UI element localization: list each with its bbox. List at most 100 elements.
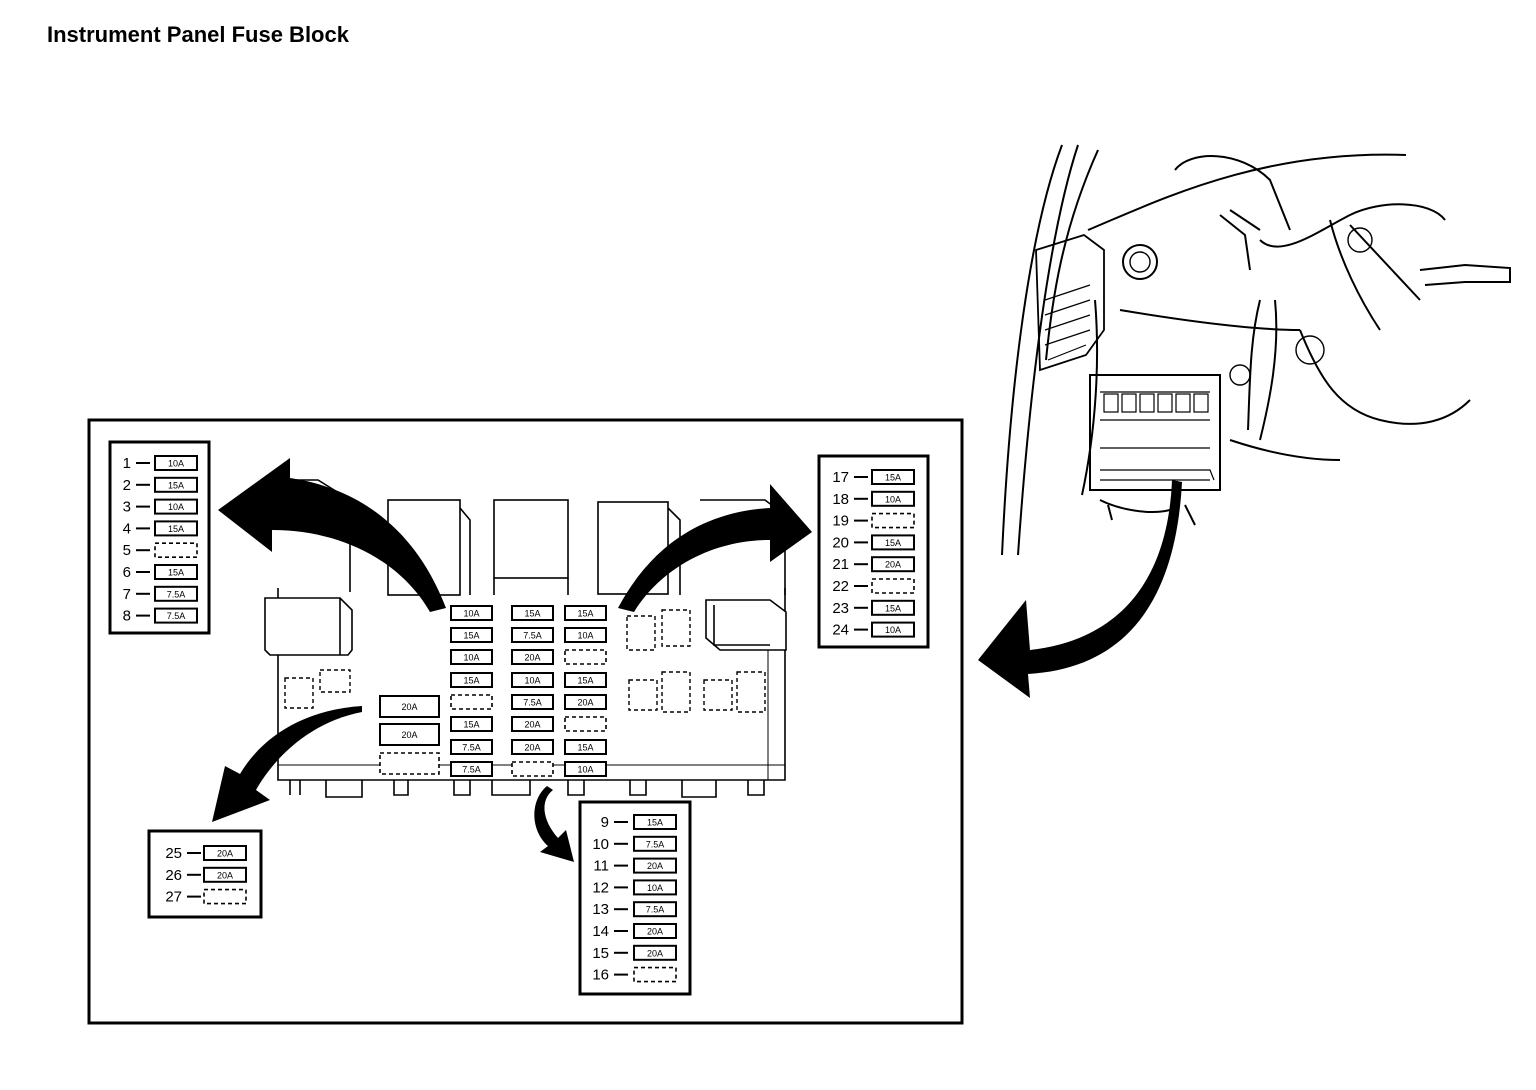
callout-arrows (212, 458, 1182, 862)
legend-row: 4 15A (123, 520, 198, 537)
fuse-number: 9 (601, 814, 609, 831)
fuse-rating: 7.5A (167, 611, 186, 621)
fuse-number: 16 (592, 967, 609, 984)
legend-row: 7 7.5A (123, 585, 198, 603)
legend-fuse: 7.5A (154, 585, 198, 602)
maxi-fuse: 20A (379, 723, 440, 746)
fuse-number: 26 (165, 867, 182, 884)
fuse-rating: 20A (577, 698, 593, 708)
block-fuse: 7.5A (511, 627, 554, 643)
fuse-number: 25 (165, 845, 182, 862)
legend-fuse: 20A (633, 944, 677, 961)
fuse-rating: 20A (524, 743, 540, 753)
legend-fuse: 20A (203, 866, 247, 883)
legend-fuse: 15A (633, 814, 677, 830)
block-fuse: 10A (450, 605, 493, 621)
legend-fuse (203, 888, 247, 905)
legend-row: 6 15A (123, 564, 198, 581)
legend-fuse: 20A (871, 556, 915, 573)
fuse-number: 18 (832, 491, 849, 508)
fuse-rating: 20A (647, 927, 663, 937)
fuse-rating: 7.5A (462, 743, 481, 753)
fuse-rating: 20A (524, 720, 540, 730)
fuse-number: 19 (832, 513, 849, 530)
fuse-number: 15 (592, 945, 609, 962)
fuse-rating: 15A (647, 818, 663, 828)
arrow-from-vehicle-view (978, 480, 1182, 698)
legend-fuse: 10A (154, 498, 198, 515)
fuse-number: 6 (123, 564, 131, 581)
block-fuse: 20A (511, 739, 554, 755)
fuse-rating: 7.5A (646, 839, 665, 849)
fuse-number: 4 (123, 520, 131, 537)
fuse-number: 27 (165, 889, 182, 906)
vehicle-location-illustration (1001, 144, 1511, 556)
fuse-rating: 7.5A (462, 765, 481, 775)
fuse-rating: 10A (463, 653, 479, 663)
block-fuse: 15A (564, 605, 607, 621)
fuse-rating: 15A (885, 473, 901, 483)
legend-row: 13 7.5A (592, 901, 677, 918)
legend-fuse (871, 512, 915, 529)
block-fuse: 20A (564, 694, 607, 710)
legend-frame (578, 800, 692, 996)
arrow-to-bottom-left-legend (212, 706, 362, 822)
fuse-rating: 20A (401, 702, 417, 712)
legend-fuse (154, 542, 198, 559)
fuse-rating: 15A (168, 568, 184, 578)
legend-fuse (871, 578, 915, 594)
fuse-rating: 15A (168, 480, 184, 490)
legend-fuse: 20A (203, 845, 247, 861)
fuse-number: 12 (592, 879, 609, 896)
empty-relay-slots (284, 609, 766, 713)
fuse-rating: 7.5A (523, 631, 542, 641)
block-fuse: 15A (450, 627, 493, 643)
block-fuse: 15A (450, 716, 493, 732)
maxi-fuse (379, 752, 440, 775)
fuse-rating: 15A (577, 743, 593, 753)
legend-fuse: 7.5A (633, 835, 677, 852)
legend-fuse: 10A (871, 621, 915, 638)
block-fuse (564, 716, 607, 732)
fuse-rating: 7.5A (646, 905, 665, 915)
fuse-rating: 10A (885, 625, 901, 635)
block-fuse: 10A (450, 649, 493, 665)
detail-frame (87, 418, 964, 1025)
legend-row: 27 (165, 888, 247, 906)
fuse-number: 5 (123, 542, 131, 559)
fuse-rating: 10A (463, 609, 479, 619)
fuse-rating: 10A (577, 631, 593, 641)
fuse-number: 23 (832, 600, 849, 617)
fuse-rating: 15A (885, 538, 901, 548)
legend-row: 15 20A (592, 944, 677, 962)
legend-row: 5 (123, 542, 198, 559)
arrow-to-top-left-legend (218, 458, 446, 612)
fuse-rating: 15A (463, 676, 479, 686)
legend-fuse: 7.5A (633, 901, 677, 918)
fuse-rating: 15A (577, 676, 593, 686)
fuse-rating: 10A (168, 502, 184, 512)
block-fuse: 10A (564, 627, 607, 643)
fuse-rating: 7.5A (523, 698, 542, 708)
fuse-rating: 7.5A (167, 589, 186, 599)
legend-fuse: 15A (871, 469, 915, 485)
block-fuse: 20A (511, 649, 554, 665)
block-fuse: 7.5A (450, 739, 493, 755)
arrow-to-bottom-center-legend (534, 786, 574, 862)
fuse-number: 7 (123, 586, 131, 603)
block-fuse: 20A (511, 716, 554, 732)
fuse-number: 13 (592, 901, 609, 918)
legend-fuse: 15A (154, 520, 198, 537)
maxi-fuse: 20A (379, 695, 440, 718)
fuse-rating: 10A (168, 459, 184, 469)
fuse-rating: 15A (168, 524, 184, 534)
legend-fuse: 15A (871, 599, 915, 616)
